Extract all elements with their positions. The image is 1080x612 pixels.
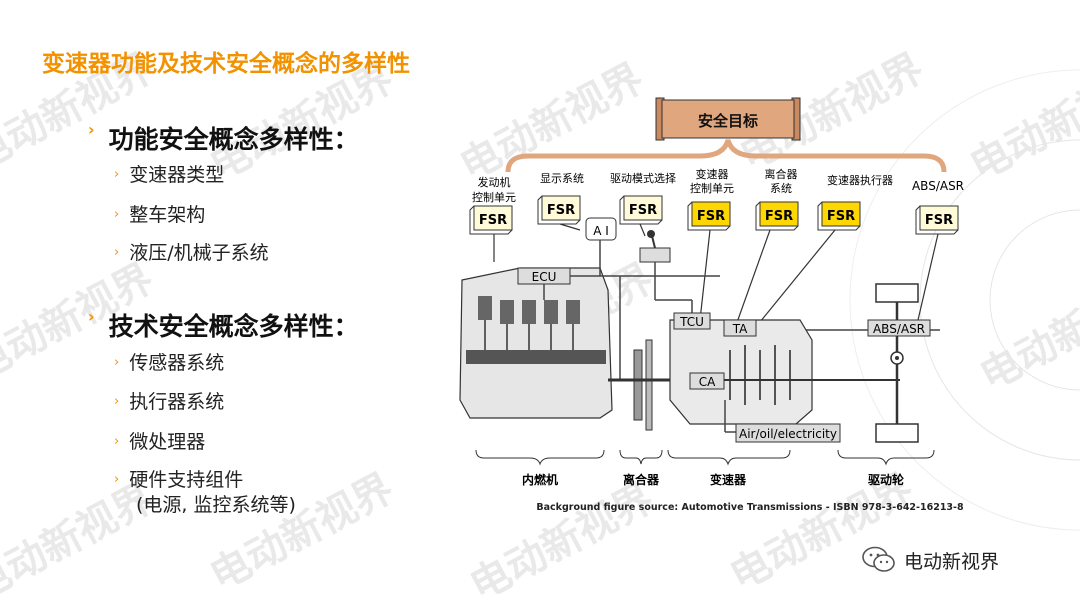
functional-heading: ›功能安全概念多样性： xyxy=(88,120,359,154)
section-label: 驱动轮 xyxy=(868,472,905,487)
fsr-box: FSR xyxy=(619,195,663,225)
svg-text:FSR: FSR xyxy=(629,203,657,218)
fsr-box: FSR xyxy=(817,201,861,231)
display-box xyxy=(585,217,617,241)
unit-label: 驱动模式选择 xyxy=(610,171,676,185)
tcu-box xyxy=(673,312,711,330)
section-label: 离合器 xyxy=(623,472,660,487)
fsr-box: FSR xyxy=(915,205,959,235)
svg-text:Air/oil/electricity: Air/oil/electricity xyxy=(739,427,837,441)
svg-text:FSR: FSR xyxy=(547,203,575,218)
unit-label: 系统 xyxy=(770,182,792,195)
chevron-right-icon: › xyxy=(114,394,120,409)
chevron-right-icon: › xyxy=(114,245,120,260)
chevron-right-icon: › xyxy=(88,120,95,139)
unit-label: 变速器 xyxy=(696,167,729,181)
section-label: 内燃机 xyxy=(522,472,558,487)
section-label: 变速器 xyxy=(710,472,747,487)
figure-source: Background figure source: Automotive Tra… xyxy=(536,502,964,513)
fsr-box: FSR xyxy=(537,195,581,225)
svg-text:ABS/ASR: ABS/ASR xyxy=(873,322,925,336)
logo-text: 电动新视界 xyxy=(904,550,1000,573)
chevron-right-icon: › xyxy=(88,307,95,326)
chevron-right-icon: › xyxy=(114,207,120,222)
chevron-right-icon: › xyxy=(114,434,120,449)
svg-text:TCU: TCU xyxy=(679,315,704,329)
fsr-box: FSR xyxy=(687,201,731,231)
supply-box xyxy=(735,423,841,443)
engine-block xyxy=(459,267,613,419)
brand-logo: 电动新视界 xyxy=(862,546,999,574)
wechat-icon xyxy=(862,546,895,572)
unit-label: 控制单元 xyxy=(472,190,516,204)
drive-wheels xyxy=(875,283,919,443)
fsr-box: FSR xyxy=(755,201,799,231)
svg-text:FSR: FSR xyxy=(827,209,855,224)
svg-text:TA: TA xyxy=(732,322,748,336)
ta-box xyxy=(723,319,757,337)
abs-box xyxy=(867,319,931,337)
transmission-housing xyxy=(669,319,900,425)
svg-text:FSR: FSR xyxy=(925,213,953,228)
unit-label: 离合器 xyxy=(765,167,798,181)
safety-goal-label: 安全目标 xyxy=(698,112,758,130)
list-item: ›微处理器 xyxy=(114,431,206,453)
unit-label: ABS/ASR xyxy=(912,179,964,193)
ca-box xyxy=(689,372,725,390)
gear-selector-icon xyxy=(639,230,671,263)
technical-heading: ›技术安全概念多样性： xyxy=(88,307,359,341)
unit-label: 控制单元 xyxy=(690,181,734,195)
svg-text:A I: A I xyxy=(593,224,609,238)
list-item: ›液压/机械子系统 xyxy=(114,242,269,264)
safety-goal-banner: 安全目标 xyxy=(655,97,801,141)
unit-label: 变速器执行器 xyxy=(827,173,893,187)
list-item: ›变速器类型 xyxy=(114,164,225,186)
chevron-right-icon: › xyxy=(114,355,120,370)
svg-text:FSR: FSR xyxy=(765,209,793,224)
svg-text:ECU: ECU xyxy=(532,270,557,284)
list-item: ›整车架构 xyxy=(114,204,206,226)
unit-label: 显示系统 xyxy=(540,172,584,185)
list-item: ›传感器系统 xyxy=(114,352,225,374)
svg-text:CA: CA xyxy=(699,375,716,389)
list-item-continuation: (电源, 监控系统等) xyxy=(136,494,296,516)
list-item: ›硬件支持组件 xyxy=(114,469,244,491)
chevron-right-icon: › xyxy=(114,167,120,182)
chevron-right-icon: › xyxy=(114,472,120,487)
brace xyxy=(505,139,947,173)
list-item: ›执行器系统 xyxy=(114,391,225,413)
slide-title: 变速器功能及技术安全概念的多样性 xyxy=(42,51,410,77)
fsr-box: FSR xyxy=(469,205,513,235)
svg-text:FSR: FSR xyxy=(697,209,725,224)
svg-text:FSR: FSR xyxy=(479,213,507,228)
unit-label: 发动机 xyxy=(478,175,511,189)
